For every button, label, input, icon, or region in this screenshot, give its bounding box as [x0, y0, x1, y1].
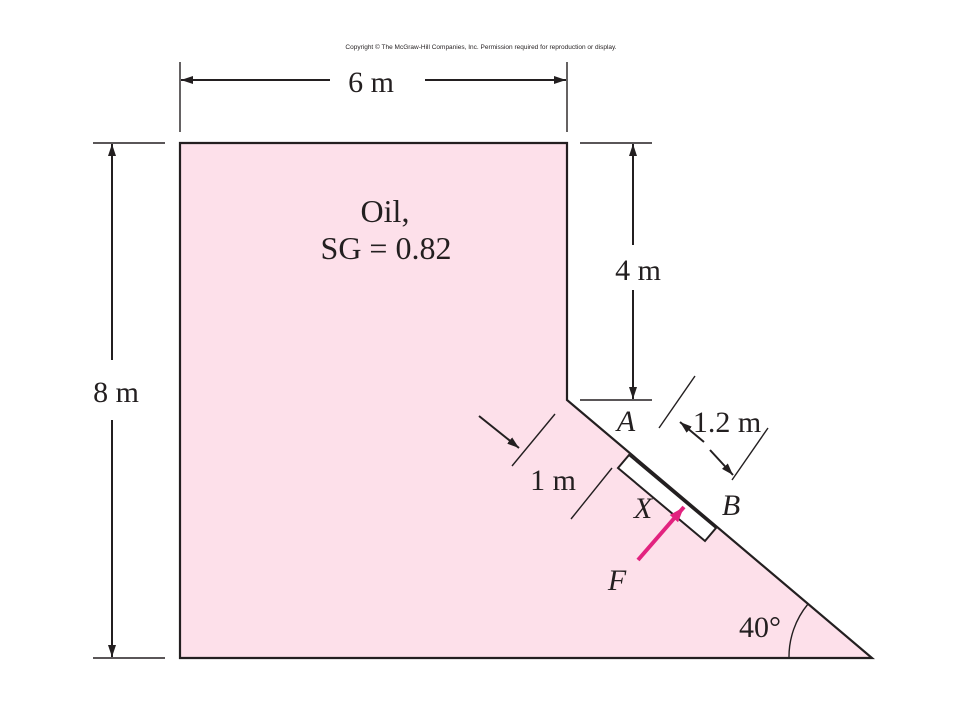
- total-height-label: 8 m: [93, 376, 139, 409]
- fluid-sg-label: SG = 0.82: [321, 230, 452, 266]
- force-arrow: [636, 505, 686, 562]
- oil-region: [178, 141, 876, 660]
- width-dim-ext-top: [511, 413, 556, 467]
- gate-dim-arrow-up: [679, 421, 705, 443]
- gate-dim-ext-b: [731, 427, 769, 481]
- top-width-label: 6 m: [348, 66, 394, 99]
- point-x-label: X: [633, 492, 654, 525]
- gate-width-label: 1 m: [530, 464, 576, 497]
- width-dim-arrow: [478, 415, 520, 449]
- point-b-label: B: [722, 489, 740, 522]
- force-label: F: [607, 564, 627, 597]
- gate-dim-arrow-down: [709, 449, 734, 476]
- angle-arc: [788, 603, 809, 659]
- gate-length-label: 1.2 m: [693, 406, 761, 439]
- gate-dim-ext-a: [658, 375, 696, 429]
- point-a-label: A: [615, 405, 636, 438]
- vertical-depth-label: 4 m: [615, 254, 661, 287]
- width-dim-ext-bottom: [570, 467, 613, 520]
- gate-plate: [616, 453, 718, 543]
- fluid-name-label: Oil,: [361, 193, 410, 229]
- angle-label: 40°: [739, 611, 781, 644]
- copyright-text: Copyright © The McGraw-Hill Companies, I…: [345, 43, 616, 51]
